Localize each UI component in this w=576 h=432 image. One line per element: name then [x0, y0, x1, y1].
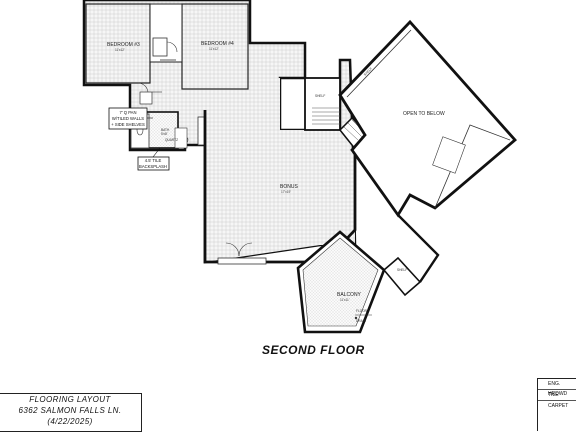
title-block-line-3: (4/22/2025)	[47, 417, 93, 426]
svg-text:W/TILED WALLS: W/TILED WALLS	[112, 116, 144, 121]
legend-row-carpet: CARPET	[538, 401, 576, 411]
flooring-legend: ENG. HRDWD TILE CARPET	[537, 378, 576, 431]
open-to-below-label: OPEN TO BELOW	[403, 111, 445, 117]
balcony	[296, 230, 386, 334]
bonus-label: BONUS	[280, 184, 298, 190]
svg-text:7' Q PAN: 7' Q PAN	[119, 110, 136, 115]
bedroom-3-area	[85, 3, 151, 84]
balcony-size: 11'x11'	[340, 298, 350, 302]
legend-label-carpet: CARPET	[548, 403, 569, 409]
svg-text:4.5' TILE: 4.5' TILE	[145, 158, 162, 163]
shelf-area	[382, 214, 440, 297]
title-block-line-1: FLOORING LAYOUT	[29, 395, 111, 404]
legend-label-hardwood: ENG. HRDWD	[548, 381, 568, 397]
floor-drain-line-2: DRAIN	[356, 319, 367, 323]
bedroom-4-area	[181, 3, 249, 90]
fan-note-callout: 7' Q PAN W/TILED WALLS + SIDE SHELVES	[108, 107, 153, 130]
bedroom-4-size: 11'x12'	[209, 47, 219, 51]
floor-title: SECOND FLOOR	[262, 343, 365, 357]
title-block: FLOORING LAYOUT 6362 SALMON FALLS LN. (4…	[0, 393, 142, 432]
svg-text:BACKSPLASH: BACKSPLASH	[139, 164, 167, 169]
bath-label: BATH	[161, 128, 170, 132]
legend-row-tile: TILE	[538, 390, 576, 401]
bath-size: 5'x8'	[161, 132, 168, 136]
shelf-label-1: SHELF	[315, 94, 325, 98]
floor-drain-line-1: FLOOR	[356, 309, 368, 313]
bedroom-3-size: 11'x12'	[115, 48, 125, 52]
quartz-label: QUARTZ	[165, 138, 178, 142]
title-block-line-2: 6362 SALMON FALLS LN.	[18, 406, 122, 415]
svg-text:+ SIDE SHELVES: + SIDE SHELVES	[111, 122, 145, 127]
legend-row-hardwood: ENG. HRDWD	[538, 379, 576, 397]
legend-label-tile: TILE	[548, 392, 559, 398]
tile-note-callout: 4.5' TILE BACKSPLASH	[137, 147, 170, 171]
open-to-below	[338, 19, 517, 218]
bedroom-3-label: BEDROOM #3	[107, 42, 140, 48]
balcony-label: BALCONY	[337, 292, 362, 298]
shelf-label-2: SHELF	[363, 67, 373, 77]
shelf-label-3: SHELF	[397, 268, 407, 272]
bonus-size: 17'x19'	[281, 190, 291, 194]
bedroom-4-label: BEDROOM #4	[201, 41, 234, 47]
